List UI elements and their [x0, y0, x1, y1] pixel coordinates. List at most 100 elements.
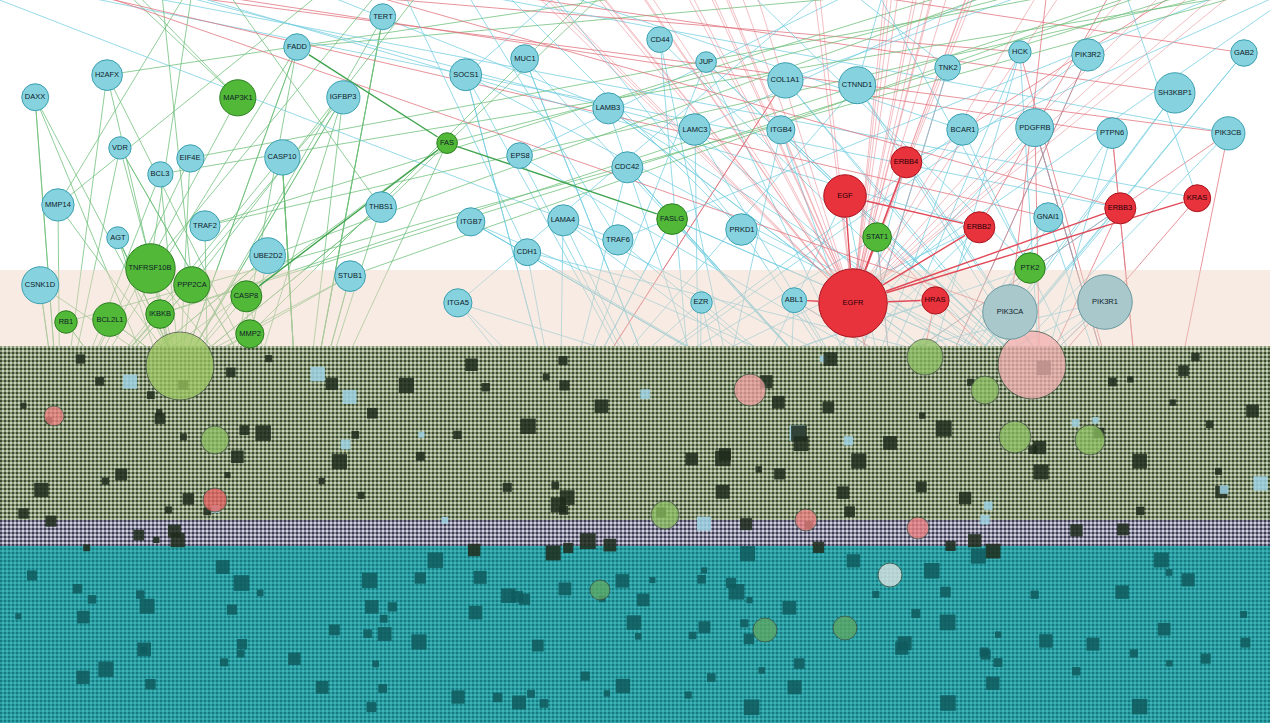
- protein-node: LAMA4: [547, 204, 580, 237]
- protein-node: GNAI1: [1033, 202, 1064, 233]
- gene-label: RB1: [59, 318, 74, 326]
- protein-node: ABL1: [781, 287, 807, 313]
- noise-block: [428, 552, 444, 568]
- noise-block: [971, 549, 986, 564]
- protein-node: PIK3CB: [1211, 116, 1246, 151]
- noise-block: [823, 352, 837, 366]
- node-circle: [230, 280, 261, 311]
- noise-block: [940, 615, 956, 631]
- noise-block: [367, 702, 377, 712]
- protein-node: FASLG: [656, 203, 688, 235]
- node-circle: [603, 225, 633, 255]
- protein-node: SOCS1: [449, 58, 482, 91]
- node-circle: [690, 291, 712, 313]
- protein-node: FAS: [436, 132, 458, 154]
- noise-block: [782, 601, 796, 615]
- node-circle: [326, 80, 359, 113]
- node-circle: [93, 303, 127, 337]
- noise-block: [1240, 611, 1247, 618]
- noise-block: [559, 380, 569, 390]
- network-line: [853, 0, 1070, 303]
- protein-node: HRAS: [921, 286, 950, 315]
- noise-block: [980, 648, 989, 657]
- noise-block: [788, 680, 802, 694]
- network-line: [631, 0, 853, 303]
- gene-label: CDC42: [615, 163, 640, 171]
- noise-block: [919, 413, 925, 419]
- gene-label: EZR: [694, 298, 709, 306]
- network-line: [632, 0, 853, 303]
- protein-node: IGFBP3: [326, 80, 361, 115]
- gene-label: LAMB3: [596, 104, 621, 112]
- noise-block: [1108, 378, 1117, 387]
- noise-block: [1201, 654, 1211, 664]
- node-circle: [444, 289, 472, 317]
- noise-block: [388, 602, 397, 611]
- protein-node: CSNK1D: [21, 266, 59, 304]
- node-circle: [890, 146, 921, 177]
- noise-block: [469, 606, 482, 619]
- noise-block: [20, 403, 26, 409]
- node-circle: [176, 144, 203, 171]
- network-line: [160, 0, 1270, 174]
- network-line: [853, 0, 1233, 303]
- network-line: [192, 0, 429, 285]
- protein-node: BCAR1: [946, 113, 979, 146]
- noise-block: [255, 425, 270, 440]
- network-line: [583, 0, 853, 303]
- obscured-node: [651, 501, 679, 529]
- noise-block: [1072, 667, 1080, 675]
- network-line: [541, 0, 742, 230]
- noise-block: [1206, 421, 1213, 428]
- node-circle: [863, 223, 892, 252]
- noise-block: [532, 640, 544, 652]
- node-circle: [824, 175, 867, 218]
- noise-block: [847, 554, 860, 567]
- interaction-edge: [847, 218, 851, 268]
- protein-node: IKBKB: [145, 299, 175, 329]
- node-circle: [220, 80, 256, 116]
- gene-label: MUC1: [514, 55, 535, 63]
- protein-node: PIK3R2: [1071, 38, 1105, 72]
- noise-block: [616, 574, 630, 588]
- noise-block: [1253, 476, 1267, 490]
- noise-block: [137, 643, 151, 657]
- protein-node: PPP2CA: [173, 266, 211, 304]
- gene-label: TRAF6: [606, 236, 630, 244]
- interaction-edge: [309, 55, 438, 137]
- noise-block: [726, 578, 736, 588]
- protein-node: BCL3: [147, 161, 174, 188]
- protein-node: PRKD1: [725, 213, 758, 246]
- node-circle: [963, 211, 994, 242]
- noise-block: [231, 450, 244, 463]
- noise-block: [88, 595, 96, 603]
- noise-block: [1158, 623, 1171, 636]
- network-line: [853, 0, 929, 303]
- network-line: [853, 0, 894, 303]
- node-circle: [1155, 73, 1195, 113]
- network-line: [853, 0, 1176, 303]
- noise-block: [744, 699, 760, 715]
- node-circle: [236, 320, 264, 348]
- noise-block: [822, 402, 834, 414]
- network-line: [59, 0, 1228, 133]
- noise-block: [123, 375, 137, 389]
- obscured-node: [753, 618, 777, 642]
- node-circle: [767, 116, 795, 144]
- node-circle: [1104, 192, 1135, 223]
- noise-block: [740, 619, 748, 627]
- obscured-node: [146, 332, 214, 400]
- node-circle: [507, 143, 533, 169]
- protein-node: CASP8: [230, 280, 263, 313]
- network-line: [706, 0, 853, 303]
- network-line: [736, 0, 853, 303]
- noise-block: [1246, 404, 1259, 417]
- noise-block: [995, 631, 1001, 637]
- node-circle: [1016, 109, 1054, 147]
- noise-block: [18, 508, 28, 518]
- gene-label: ITGB7: [460, 218, 482, 226]
- network-line: [268, 0, 1031, 256]
- protein-node: FADD: [283, 33, 311, 61]
- noise-block: [689, 632, 697, 640]
- noise-block: [367, 408, 378, 419]
